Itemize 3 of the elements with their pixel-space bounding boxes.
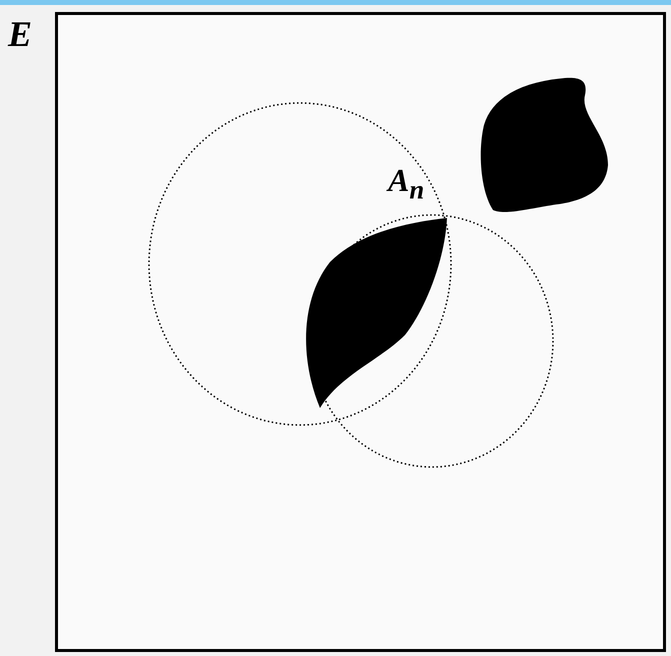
set-box (55, 12, 666, 652)
set-label: A$_{n}$ (388, 164, 424, 204)
set-label: E (8, 16, 32, 52)
